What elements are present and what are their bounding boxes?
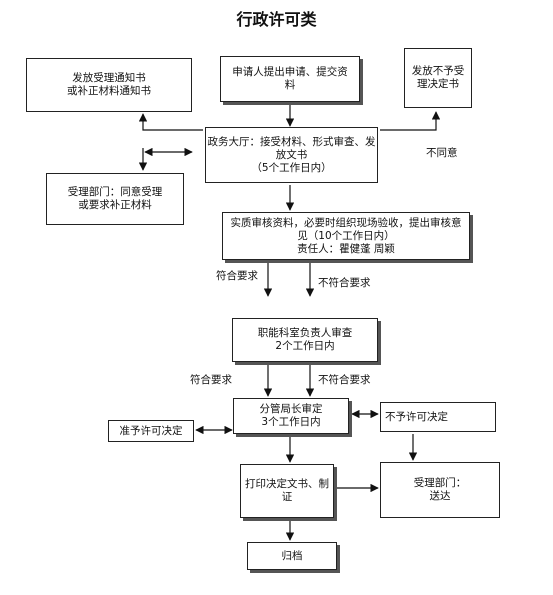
notice-box: 发放受理通知书 或补正材料通知书 — [26, 58, 192, 112]
grant-box: 准予许可决定 — [108, 420, 194, 442]
director-box: 分管局长审定 3个工作日内 — [233, 398, 349, 434]
arrow-hall-to-reject — [380, 111, 441, 131]
label-not-meets-1: 不符合要求 — [318, 277, 371, 289]
accept-dept-box: 受理部门：同意受理 或要求补正材料 — [46, 173, 184, 225]
section-head-box: 职能科室负责人审查 2个工作日内 — [232, 318, 378, 362]
label-meets-1: 符合要求 — [216, 270, 258, 282]
page-title: 行政许可类 — [236, 10, 317, 29]
arrow-hall-to-notice — [138, 113, 203, 131]
review-box: 实质审核资料，必要时组织现场验收，提出审核意 见（10个工作日内） 责任人：瞿健… — [222, 212, 470, 260]
archive-box: 归档 — [247, 542, 337, 570]
hall-box: 政务大厅：接受材料、形式审查、发 放文书 （5个工作日内） — [205, 127, 378, 183]
label-not-meets-2: 不符合要求 — [318, 374, 371, 386]
label-disagree: 不同意 — [426, 147, 458, 159]
label-meets-2: 符合要求 — [190, 374, 232, 386]
apply-box: 申请人提出申请、提交资 料 — [220, 56, 360, 102]
reject-decision-box: 发放不予受 理决定书 — [404, 48, 472, 108]
print-box: 打印决定文书、制 证 — [240, 464, 334, 518]
no-permit-box: 不予许可决定 — [380, 402, 496, 432]
deliver-box: 受理部门： 送达 — [380, 462, 500, 518]
